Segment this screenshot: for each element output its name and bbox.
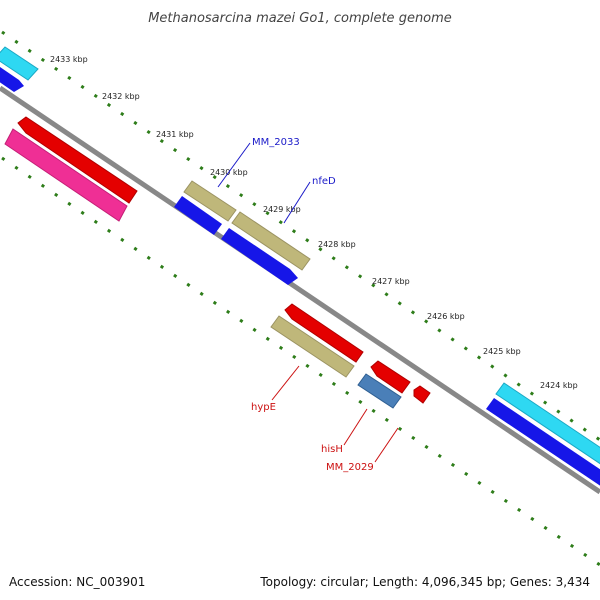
genome-backbone	[0, 85, 600, 495]
gene-cds-pink[interactable]	[4, 128, 128, 222]
gene-cds-blue[interactable]	[486, 398, 600, 487]
inner-tick-scale	[1, 156, 600, 567]
topology-text: Topology: circular; Length: 4,096,345 bp…	[259, 575, 590, 589]
tick-label: 2433 kbp	[50, 55, 88, 64]
outer-tick-scale	[1, 30, 600, 442]
tick-label: 2432 kbp	[102, 92, 140, 101]
tick-label: 2428 kbp	[318, 240, 356, 249]
leader-line-hype	[271, 365, 300, 401]
gene-cds-red[interactable]	[284, 303, 364, 363]
tick-label: 2424 kbp	[540, 381, 578, 390]
gene-label-mm2033[interactable]: MM_2033	[252, 137, 300, 148]
tick-label: 2429 kbp	[263, 205, 301, 214]
map-title: Methanosarcina mazei Go1, complete genom…	[148, 11, 452, 26]
tick-label: 2427 kbp	[372, 277, 410, 286]
gene-label-hish[interactable]: hisH	[321, 444, 343, 455]
gene-label-nfed[interactable]: nfeD	[312, 176, 336, 187]
tick-label: 2425 kbp	[483, 347, 521, 356]
gene-label-mm2029[interactable]: MM_2029	[326, 462, 374, 473]
gene-cds-mm2029[interactable]	[413, 385, 431, 404]
gene-label-hype[interactable]: hypE	[251, 402, 276, 413]
gene-cds-red[interactable]	[370, 360, 411, 394]
gene-cds-red[interactable]	[17, 116, 138, 204]
leader-line-mm2029	[374, 427, 399, 463]
gene-cds-cyan[interactable]	[495, 382, 600, 465]
gene-cds-cyan[interactable]	[0, 46, 39, 81]
gene-cds-hype[interactable]	[270, 315, 355, 378]
gene-cds-hish[interactable]	[357, 373, 402, 409]
gene-cds-mm2033[interactable]	[183, 180, 237, 222]
gene-cds-blue[interactable]	[221, 228, 298, 285]
gene-cds-blue[interactable]	[174, 196, 222, 235]
accession-text: Accession: NC_003901	[9, 575, 145, 589]
gene-cds-nfed[interactable]	[231, 211, 311, 271]
gene-cds-blue[interactable]	[0, 67, 24, 92]
leader-line-mm2033	[217, 142, 251, 188]
leader-line-nfed	[283, 181, 311, 224]
tick-label: 2426 kbp	[427, 312, 465, 321]
leader-line-hish	[343, 408, 368, 446]
tick-label: 2431 kbp	[156, 130, 194, 139]
